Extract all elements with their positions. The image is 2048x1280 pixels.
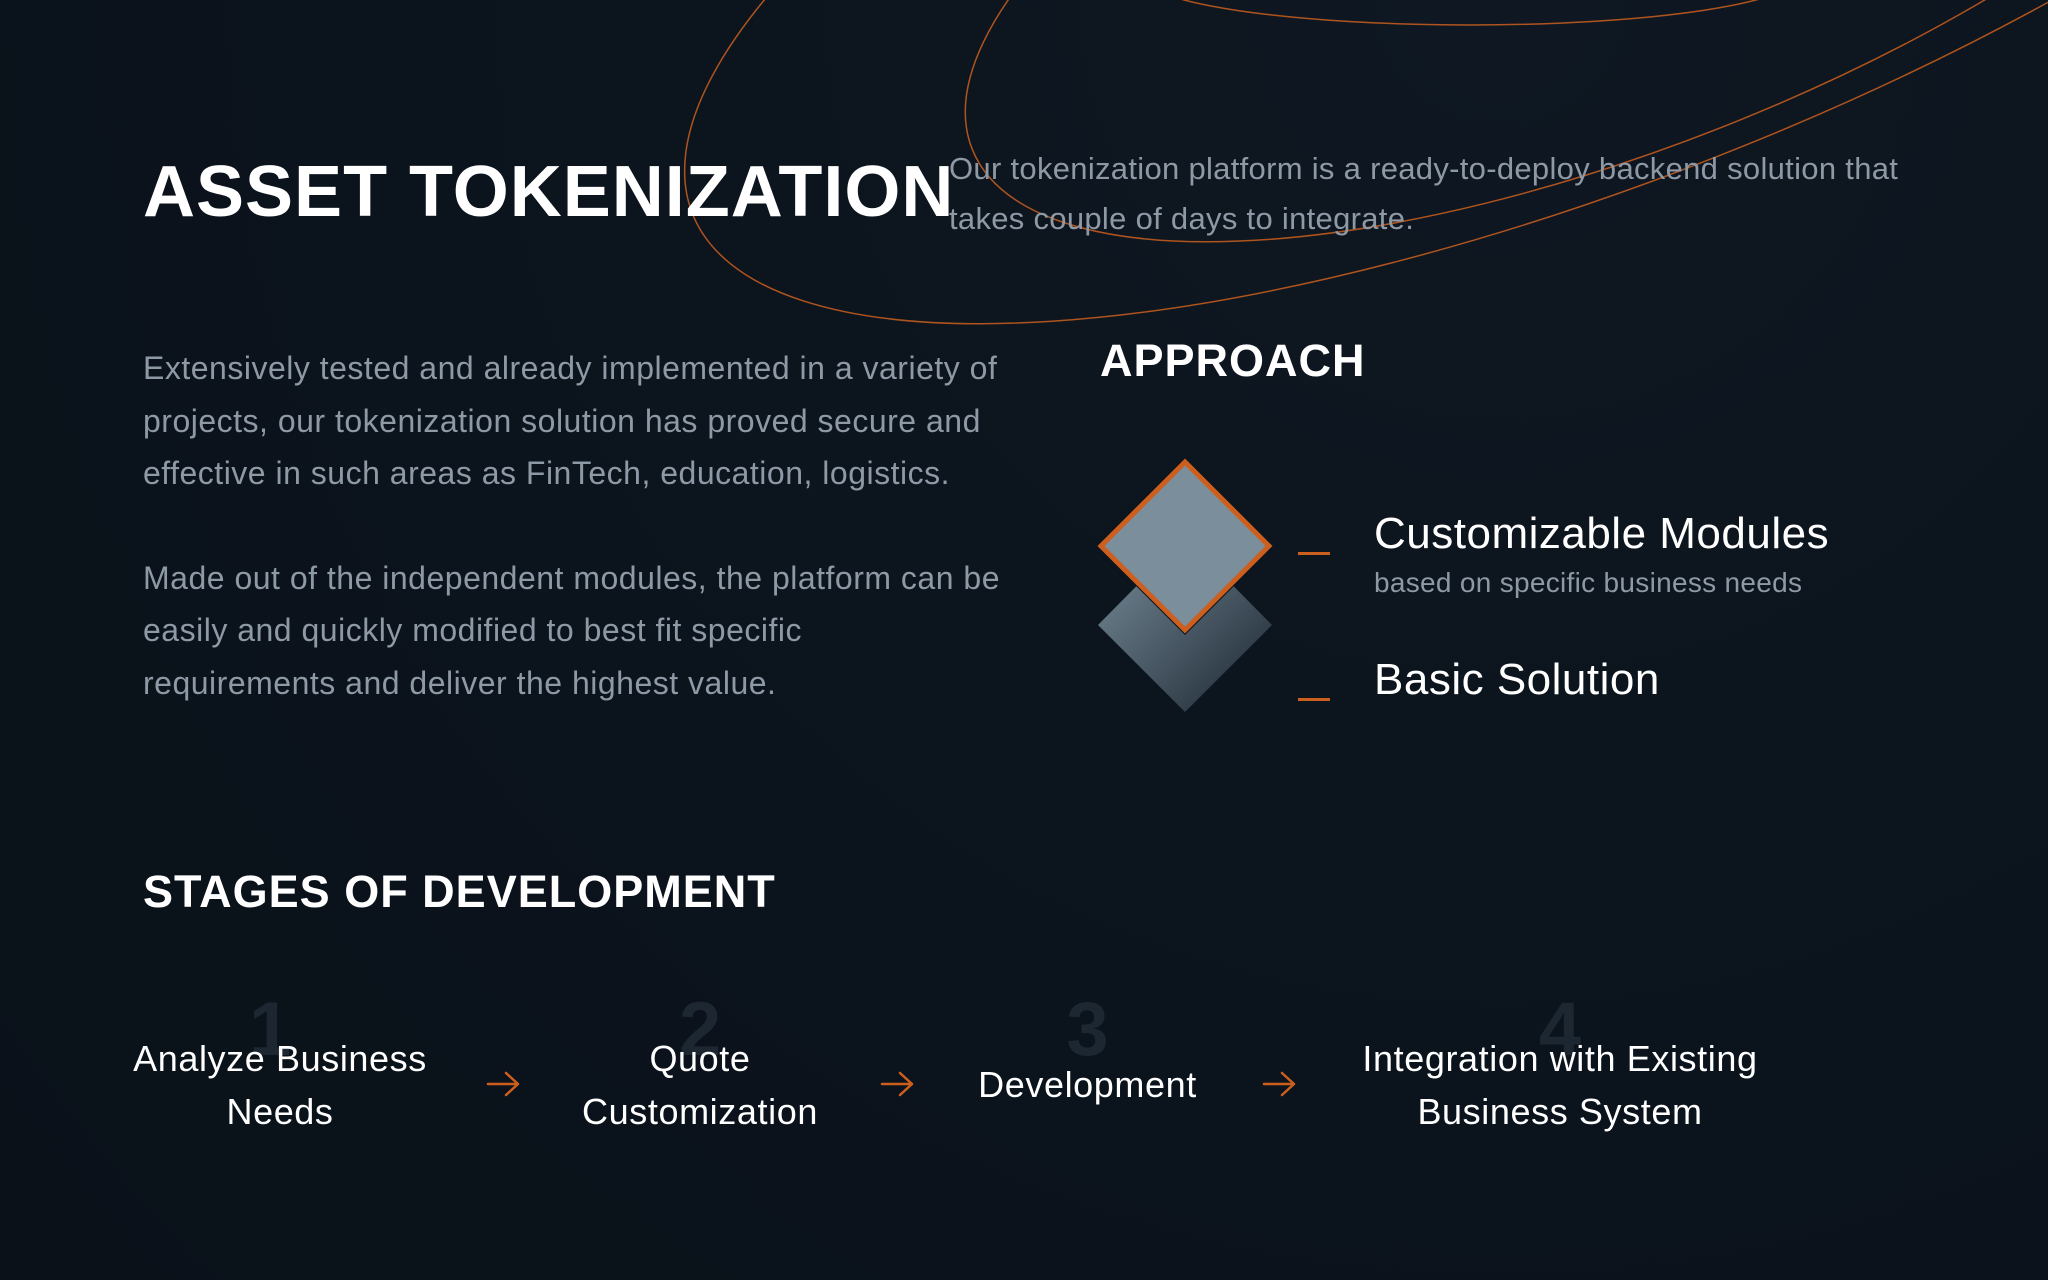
stage-number: 3 (1066, 987, 1109, 1072)
stage-number: 1 (248, 987, 292, 1072)
page-subtitle: Our tokenization platform is a ready-to-… (949, 151, 1899, 236)
stage-integration: 4 Integration with Existing Business Sys… (1335, 990, 1785, 1138)
dash-icon (1298, 552, 1330, 555)
stage-quote-customization: 2 Quote Customization (560, 990, 840, 1138)
stage-label: Development (978, 1064, 1197, 1105)
intro-paragraph: Made out of the independent modules, the… (143, 559, 1000, 701)
layered-diamond-icon (1096, 457, 1274, 712)
dash-icon (1298, 698, 1330, 701)
approach-item-basic-solution: Basic Solution (1298, 654, 1660, 706)
approach-item-description: based on specific business needs (1374, 567, 1803, 598)
stage-number: 4 (1538, 987, 1582, 1072)
approach-item-customizable-modules: Customizable Modules based on specific b… (1298, 508, 1829, 600)
stages-heading: STAGES OF DEVELOPMENT (143, 866, 776, 917)
approach-item-label: Customizable Modules (1374, 509, 1830, 558)
stage-label: Quote Customization (582, 1038, 818, 1132)
arrow-right-icon (880, 1071, 914, 1097)
approach-item-label: Basic Solution (1374, 655, 1660, 704)
intro-paragraph: Extensively tested and already implement… (143, 350, 998, 491)
page-title: ASSET TOKENIZATION (143, 152, 955, 232)
stage-label: Integration with Existing Business Syste… (1362, 1038, 1758, 1132)
approach-heading: APPROACH (1100, 335, 1366, 386)
arrow-right-icon (1262, 1071, 1296, 1097)
arrow-right-icon (486, 1071, 520, 1097)
intro-text: Extensively tested and already implement… (143, 342, 1003, 761)
stage-number: 2 (678, 987, 722, 1072)
stage-label: Analyze Business Needs (133, 1038, 427, 1132)
stage-development: 3 Development (955, 990, 1220, 1111)
stage-analyze-business-needs: 1 Analyze Business Needs (130, 990, 430, 1138)
